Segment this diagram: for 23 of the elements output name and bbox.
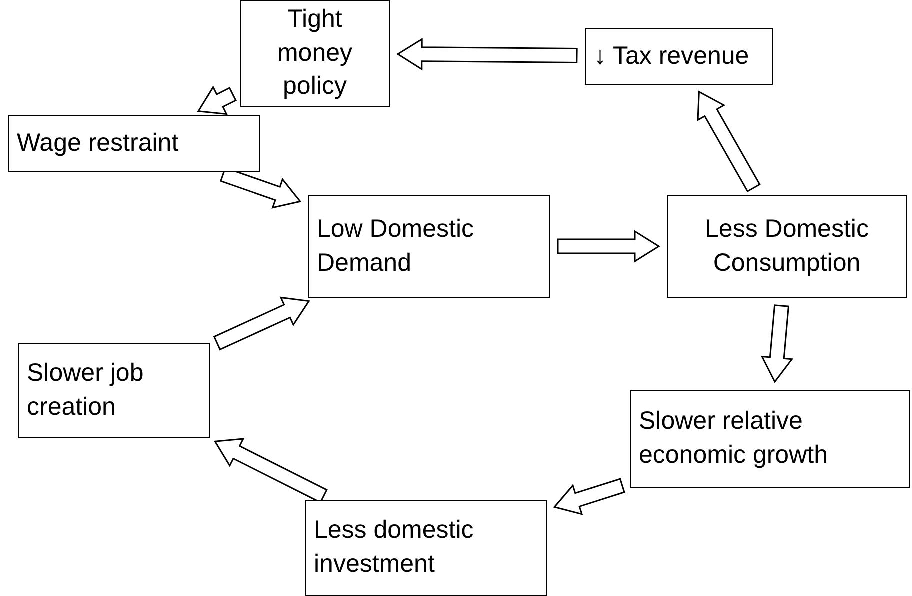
box-label: Slower job creation: [27, 358, 145, 422]
process-box: [240, 0, 390, 107]
hollow-arrow: [557, 230, 660, 263]
hollow-arrow: [760, 304, 794, 384]
hollow-arrow: [697, 90, 761, 193]
hollow-arrow: [197, 86, 237, 116]
hollow-arrow: [396, 38, 578, 71]
process-box: [308, 195, 550, 298]
hollow-arrow: [213, 296, 310, 351]
box-label: Slower relative economic growth: [639, 406, 829, 471]
box-label: Less Domestic Consumption: [704, 214, 870, 278]
box-label: ↓ Tax revenue: [594, 40, 750, 72]
process-box: [8, 115, 260, 172]
hollow-arrow: [553, 478, 626, 516]
process-box: [585, 28, 773, 85]
box-label: Wage restraint: [17, 128, 179, 159]
process-box: [18, 343, 210, 438]
box-label: Less domestic investment: [314, 515, 475, 580]
process-box: [630, 390, 910, 488]
process-box: [667, 195, 907, 298]
box-label: Tight money policy: [276, 4, 354, 102]
process-box: [305, 500, 547, 596]
box-label: Low Domestic Demand: [317, 214, 475, 278]
